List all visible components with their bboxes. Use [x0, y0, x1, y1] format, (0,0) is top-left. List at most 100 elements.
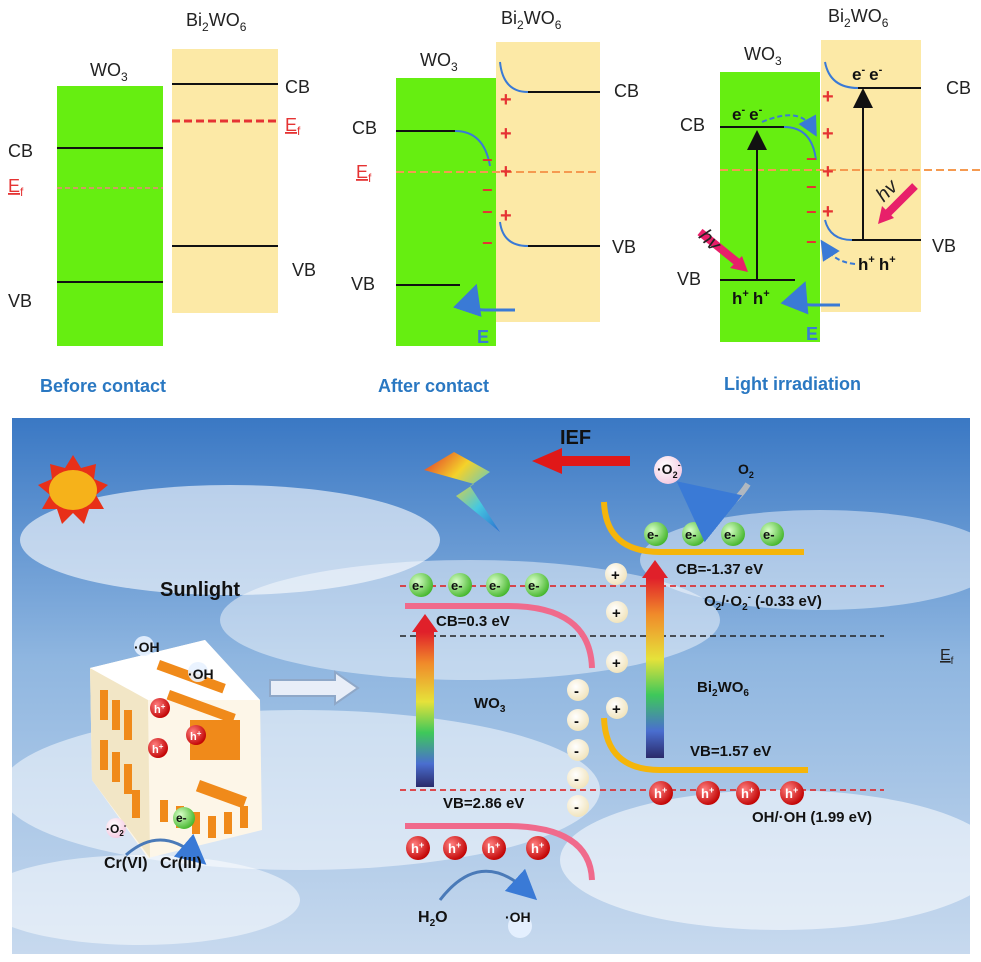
plus-sign: +: [822, 161, 834, 183]
vb-right-label: VB: [292, 260, 316, 280]
svg-text:+: +: [611, 567, 620, 584]
plus-sign: +: [500, 89, 512, 111]
light-arrowhead-wo3: [730, 256, 748, 272]
plus-sign: +: [822, 201, 834, 223]
wo3-label: WO3: [474, 695, 506, 715]
wo3-excitation-arrow: [416, 632, 434, 787]
hole-ball: [148, 738, 168, 758]
fermi-left-label: Ef: [356, 162, 372, 185]
oh-bubble: [134, 636, 154, 656]
svg-text:e-: e-: [685, 527, 697, 542]
lightning-icon: [424, 452, 500, 532]
wo3-vb-band: [405, 823, 595, 881]
superoxide-label: ·O2-: [657, 460, 681, 480]
oh-label: ·OH: [134, 639, 160, 655]
bi2wo6-label: Bi2WO6: [186, 10, 247, 34]
wo3-label: WO3: [744, 44, 782, 68]
minus-sign: −: [806, 177, 817, 197]
bwo-vb-value: VB=1.57 eV: [690, 743, 771, 760]
bi2wo6-block: [172, 49, 278, 313]
superoxide-label: ·O2-: [106, 821, 127, 838]
cr6-label: Cr(VI): [104, 855, 148, 872]
wo3-cb-bend: [454, 130, 491, 167]
electron-pair-bwo: e-e-: [852, 64, 883, 84]
wo3-excitation-arrowhead: [412, 614, 438, 632]
bwo-holes: h+ h+ h+ h+: [649, 781, 804, 805]
minus-sign: −: [482, 180, 493, 200]
electron-ball-label: e-: [176, 811, 187, 825]
process-arrow-icon: [269, 670, 360, 706]
oh-label: ·OH: [188, 666, 214, 682]
bwo-cb-bend: [824, 61, 859, 89]
svg-text:e-: e-: [489, 578, 501, 593]
svg-text:-: -: [574, 713, 579, 730]
o2-potential-label: O2/·O2- (-0.33 eV): [704, 592, 822, 613]
cb-right-label: CB: [946, 78, 971, 98]
fermi-label: Ef: [940, 647, 954, 667]
svg-text:-: -: [574, 683, 579, 700]
svg-text:-: -: [574, 771, 579, 788]
oxygen-reduction-arrow: [676, 481, 751, 543]
svg-text:e-: e-: [528, 578, 540, 593]
panel-before-contact: WO3 Bi2WO6 CB Ef VB CB Ef VB Before cont…: [8, 10, 316, 396]
bi2wo6-label: Bi2WO6: [697, 679, 749, 699]
field-arrow: [780, 281, 840, 315]
minus-sign: −: [482, 150, 493, 170]
hole-ball: [150, 698, 170, 718]
svg-text:h+: h+: [531, 840, 544, 856]
minus-sign: −: [806, 232, 817, 252]
svg-text:e-: e-: [451, 578, 463, 593]
cb-left-label: CB: [8, 141, 33, 161]
bwo-excitation-arrowhead: [642, 560, 668, 578]
field-label: E: [806, 324, 818, 344]
svg-text:h+: h+: [741, 785, 754, 801]
svg-text:-: -: [574, 743, 579, 760]
fermi-right-label: Ef: [285, 115, 301, 138]
wo3-block: [396, 78, 496, 346]
cloud: [20, 485, 440, 595]
bwo-vb-band: [601, 717, 808, 773]
electron-ball: [173, 807, 195, 829]
hole-ball-label: h+: [154, 702, 166, 716]
cb-right-label: CB: [285, 77, 310, 97]
ief-arrow: [532, 448, 630, 474]
cloud: [0, 855, 300, 945]
bwo-cb-band: [601, 501, 804, 555]
wo3-electrons: e- e- e- e-: [409, 573, 549, 597]
hole-ball-label: h+: [152, 742, 164, 756]
caption-light-irradiation: Light irradiation: [724, 374, 861, 394]
svg-text:e-: e-: [763, 527, 775, 542]
hole-pair-bwo: h+h+: [858, 254, 896, 274]
svg-text:h+: h+: [654, 785, 667, 801]
vb-left-label: VB: [351, 274, 375, 294]
svg-text:e-: e-: [647, 527, 659, 542]
photocatalysis-scheme: Sunlight ·OH ·OH h+ h+ h+: [0, 418, 981, 954]
cb-right-label: CB: [614, 81, 639, 101]
oh-potential-label: OH/·OH (1.99 eV): [752, 809, 872, 826]
oh-bubble: [188, 662, 208, 682]
bwo-vb-bend: [824, 219, 853, 241]
superoxide-bubble: [654, 456, 682, 484]
minus-sign: −: [482, 233, 493, 253]
wo3-vb-value: VB=2.86 eV: [443, 795, 524, 812]
wo3-block: [57, 86, 163, 346]
cloud: [560, 790, 981, 930]
minus-sign: −: [806, 202, 817, 222]
sun-icon: [38, 455, 108, 524]
bwo-vb-bend: [499, 221, 529, 247]
svg-text:e-: e-: [724, 527, 736, 542]
superoxide-bubble: [106, 818, 126, 838]
vb-left-label: VB: [8, 291, 32, 311]
svg-text:h+: h+: [448, 840, 461, 856]
hole-pair-wo3: h+h+: [732, 288, 770, 308]
panel-after-contact: + + + + − − − − WO3 Bi2WO6 CB Ef VB CB V…: [351, 8, 639, 396]
plus-sign: +: [822, 86, 834, 108]
bi2wo6-block: [821, 40, 921, 312]
light-arrow-bwo: [882, 183, 918, 219]
vb-left-label: VB: [677, 269, 701, 289]
vb-right-label: VB: [932, 236, 956, 256]
svg-text:+: +: [612, 701, 621, 718]
light-arrow-wo3: [697, 228, 745, 270]
cb-left-label: CB: [680, 115, 705, 135]
caption-before-contact: Before contact: [40, 376, 166, 396]
